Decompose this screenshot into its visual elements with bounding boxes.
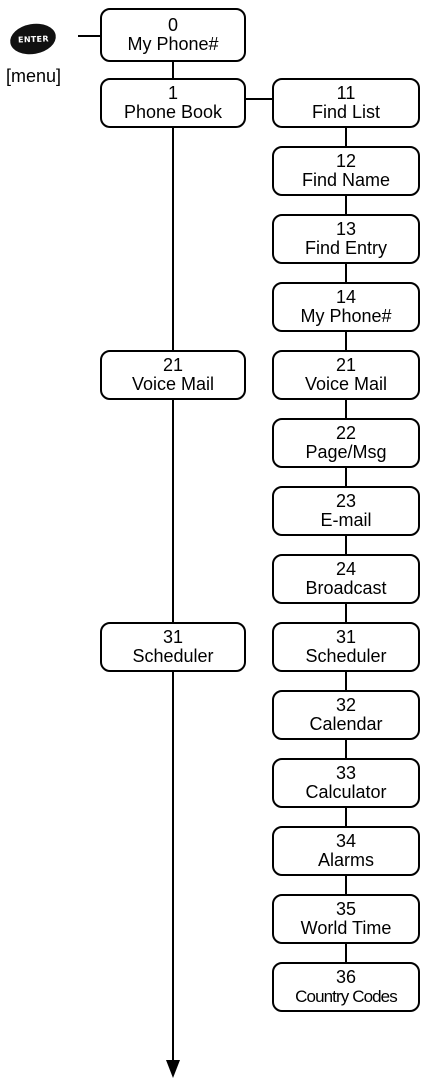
node-page-msg: 22 Page/Msg <box>272 418 420 468</box>
node-number: 12 <box>335 151 357 171</box>
node-broadcast: 24 Broadcast <box>272 554 420 604</box>
node-number: 21 <box>335 355 357 375</box>
node-label: E-mail <box>320 510 372 530</box>
node-number: 0 <box>167 15 178 35</box>
node-alarms: 34 Alarms <box>272 826 420 876</box>
node-label: Scheduler <box>305 646 387 666</box>
node-label: Find Name <box>301 170 391 190</box>
node-my-phone: 14 My Phone# <box>272 282 420 332</box>
node-number: 23 <box>335 491 357 511</box>
enter-key-label: ENTER <box>17 33 49 45</box>
node-label: Calendar <box>309 714 383 734</box>
node-scheduler: 31 Scheduler <box>100 622 246 672</box>
node-number: 22 <box>335 423 357 443</box>
node-voice-mail-sub: 21 Voice Mail <box>272 350 420 400</box>
node-number: 31 <box>162 627 184 647</box>
node-voice-mail: 21 Voice Mail <box>100 350 246 400</box>
node-number: 11 <box>336 83 356 103</box>
menu-caption: [menu] <box>6 66 62 86</box>
node-label: Voice Mail <box>304 374 388 394</box>
node-number: 33 <box>335 763 357 783</box>
node-label: My Phone# <box>300 306 392 326</box>
node-world-time: 35 World Time <box>272 894 420 944</box>
node-calendar: 32 Calendar <box>272 690 420 740</box>
node-find-entry: 13 Find Entry <box>272 214 420 264</box>
node-label: Voice Mail <box>131 374 215 394</box>
node-country-codes: 36 Country Codes <box>272 962 420 1012</box>
main-spine-arrowhead <box>166 1060 180 1078</box>
node-label: Scheduler <box>132 646 214 666</box>
node-find-name: 12 Find Name <box>272 146 420 196</box>
node-label: Phone Book <box>123 102 223 122</box>
node-number: 31 <box>335 627 357 647</box>
node-number: 24 <box>335 559 357 579</box>
node-phone-book: 1 Phone Book <box>100 78 246 128</box>
node-label: Find List <box>311 102 381 122</box>
node-label: Broadcast <box>305 578 387 598</box>
node-number: 35 <box>335 899 357 919</box>
node-number: 36 <box>335 967 357 987</box>
node-label: Page/Msg <box>305 442 387 462</box>
node-label: Alarms <box>317 850 374 870</box>
node-number: 1 <box>167 83 178 103</box>
node-number: 21 <box>162 355 184 375</box>
node-find-list: 11 Find List <box>272 78 420 128</box>
node-e-mail: 23 E-mail <box>272 486 420 536</box>
node-number: 14 <box>335 287 357 307</box>
node-number: 34 <box>335 831 357 851</box>
node-label: Calculator <box>305 782 387 802</box>
node-label: My Phone# <box>127 34 219 54</box>
node-label: Country Codes <box>295 987 398 1006</box>
node-my-phone-root: 0 My Phone# <box>100 8 246 62</box>
node-number: 13 <box>335 219 357 239</box>
node-label: World Time <box>300 918 392 938</box>
node-number: 32 <box>335 695 357 715</box>
node-label: Find Entry <box>304 238 388 258</box>
node-calculator: 33 Calculator <box>272 758 420 808</box>
node-scheduler-sub: 31 Scheduler <box>272 622 420 672</box>
